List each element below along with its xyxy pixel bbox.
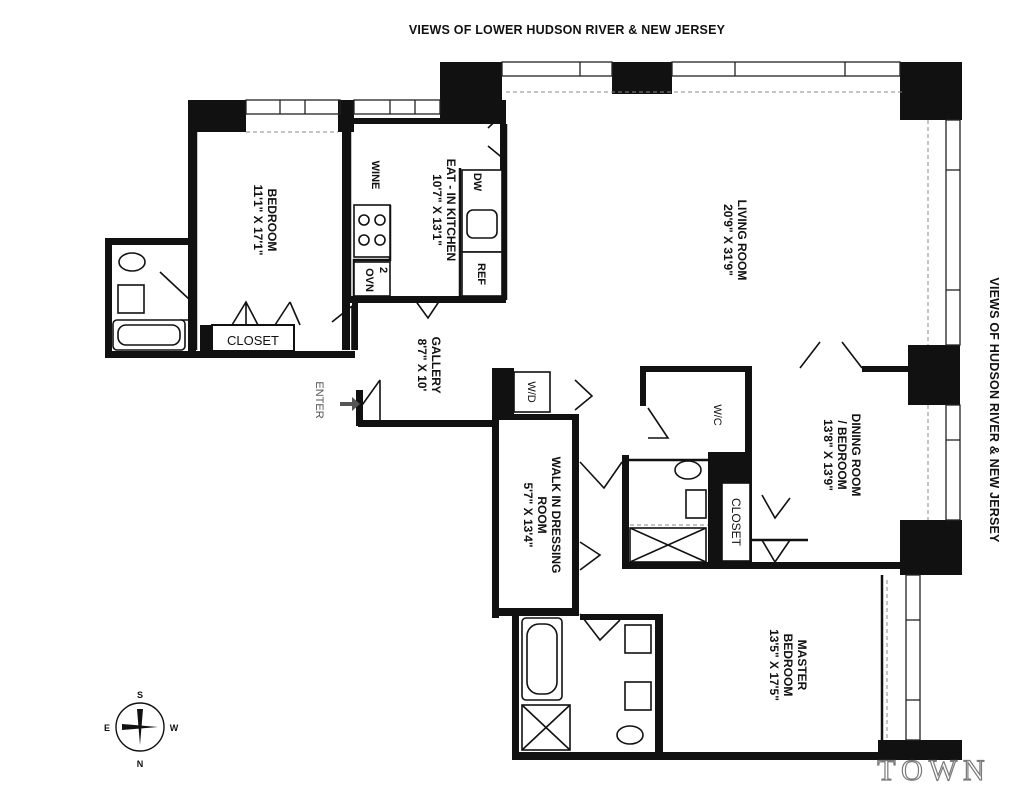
ovn-label: OVN: [363, 268, 375, 292]
dining-name-2: / BEDROOM: [835, 420, 849, 489]
wd-label: W/D: [525, 381, 537, 402]
fixtures: [112, 169, 751, 751]
compass-e: E: [104, 723, 110, 733]
gallery-name: GALLERY: [429, 337, 443, 394]
master-name-2: BEDROOM: [781, 634, 795, 697]
enter-label: ENTER: [313, 381, 325, 418]
compass-icon: N S E W: [104, 690, 179, 769]
master-dims: 13'5" X 17'5": [767, 629, 781, 701]
compass-w: W: [170, 723, 179, 733]
wine-label: WINE: [369, 161, 381, 190]
gallery-dims: 8'7" X 10': [415, 339, 429, 392]
kitchen-dims: 10'7" X 13'1": [430, 174, 444, 246]
room-labels: BEDROOM 11'1" X 17'1" CLOSET EAT - IN KI…: [200, 159, 863, 701]
doors: [159, 111, 863, 642]
closet-label: CLOSET: [227, 333, 279, 348]
dining-name-1: DINING ROOM: [849, 414, 863, 497]
east-view-label: VIEWS OF HUDSON RIVER & NEW JERSEY: [987, 277, 1001, 543]
wc-label: W/C: [711, 404, 723, 425]
kitchen-name: EAT - IN KITCHEN: [444, 159, 458, 261]
bedroom-name: BEDROOM: [265, 189, 279, 252]
walls: [105, 62, 962, 760]
dressing-name-2: ROOM: [535, 496, 549, 533]
dining-dims: 13'8" X 13'9": [821, 419, 835, 491]
enter-arrow-icon: [340, 397, 360, 411]
ovn-num-label: 2: [377, 267, 389, 273]
windows: [245, 61, 961, 741]
living-name: LIVING ROOM: [735, 200, 749, 281]
partitions: [188, 124, 884, 752]
north-view-label: VIEWS OF LOWER HUDSON RIVER & NEW JERSEY: [409, 23, 726, 37]
dw-label: DW: [471, 173, 483, 192]
dressing-dims: 5'7" X 13'4": [521, 482, 535, 547]
town-logo: TOWN: [877, 754, 990, 787]
bedroom-dims: 11'1" X 17'1": [251, 184, 265, 255]
closet2-label: CLOSET: [729, 498, 743, 547]
living-dims: 20'9" X 31'9": [721, 204, 735, 276]
dashed-lines: [246, 91, 929, 740]
master-name-1: MASTER: [795, 640, 809, 691]
ref-label: REF: [475, 263, 487, 285]
dressing-name-1: WALK IN DRESSING: [549, 457, 563, 574]
compass-n: N: [137, 759, 144, 769]
compass-s: S: [137, 690, 143, 700]
